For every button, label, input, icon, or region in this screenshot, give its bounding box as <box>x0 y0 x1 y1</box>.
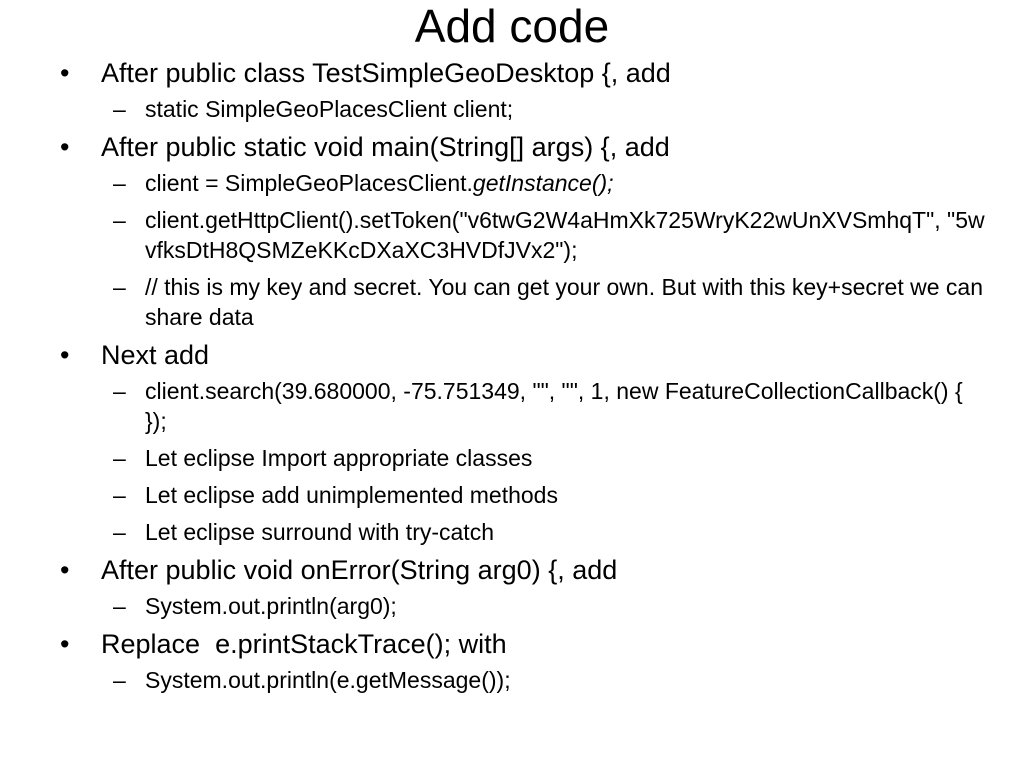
dash-icon: – <box>113 378 126 404</box>
bullet-item: • After public void onError(String arg0)… <box>56 554 986 587</box>
sub-list: – System.out.println(arg0); <box>56 591 986 621</box>
sub-text: Let eclipse surround with try-catch <box>145 519 494 545</box>
bullet-item: • After public class TestSimpleGeoDeskto… <box>56 57 986 90</box>
sub-text: static SimpleGeoPlacesClient client; <box>145 96 514 122</box>
sub-text: System.out.println(e.getMessage()); <box>145 667 511 693</box>
sub-list: – client.search(39.680000, -75.751349, "… <box>56 376 986 547</box>
bullet-icon: • <box>60 132 70 162</box>
sub-item: – Let eclipse Import appropriate classes <box>56 443 986 473</box>
dash-icon: – <box>113 519 126 545</box>
dash-icon: – <box>113 667 126 693</box>
sub-text: Let eclipse Import appropriate classes <box>145 445 533 471</box>
dash-icon: – <box>113 207 126 233</box>
bullet-icon: • <box>60 629 70 659</box>
sub-text-italic: getInstance(); <box>472 170 614 196</box>
sub-text: System.out.println(arg0); <box>145 593 397 619</box>
bullet-text: After public class TestSimpleGeoDesktop … <box>101 58 671 88</box>
bullet-text: Replace e.printStackTrace(); with <box>101 629 507 659</box>
sub-item: – Let eclipse add unimplemented methods <box>56 480 986 510</box>
dash-icon: – <box>113 274 126 300</box>
sub-text: // this is my key and secret. You can ge… <box>145 274 983 330</box>
sub-item: – Let eclipse surround with try-catch <box>56 517 986 547</box>
bullet-item: • Replace e.printStackTrace(); with <box>56 628 986 661</box>
dash-icon: – <box>113 482 126 508</box>
dash-icon: – <box>113 593 126 619</box>
bullet-icon: • <box>60 58 70 88</box>
sub-item: – System.out.println(arg0); <box>56 591 986 621</box>
sub-item: – client = SimpleGeoPlacesClient.getInst… <box>56 168 986 198</box>
bullet-item: • Next add <box>56 339 986 372</box>
sub-item: – client.search(39.680000, -75.751349, "… <box>56 376 986 436</box>
sub-list: – System.out.println(e.getMessage()); <box>56 665 986 695</box>
bullet-text: After public static void main(String[] a… <box>101 132 670 162</box>
dash-icon: – <box>113 445 126 471</box>
bullet-text: Next add <box>101 340 210 370</box>
sub-text: client.getHttpClient().setToken("v6twG2W… <box>145 207 985 263</box>
sub-item: – client.getHttpClient().setToken("v6twG… <box>56 205 986 265</box>
sub-item: – System.out.println(e.getMessage()); <box>56 665 986 695</box>
sub-item: – static SimpleGeoPlacesClient client; <box>56 94 986 124</box>
sub-text: client.search(39.680000, -75.751349, "",… <box>145 378 963 434</box>
bullet-icon: • <box>60 555 70 585</box>
bullet-icon: • <box>60 340 70 370</box>
sub-text: Let eclipse add unimplemented methods <box>145 482 558 508</box>
sub-text: client = SimpleGeoPlacesClient.getInstan… <box>145 170 614 196</box>
sub-item: – // this is my key and secret. You can … <box>56 272 986 332</box>
bullet-list: • After public class TestSimpleGeoDeskto… <box>56 54 986 702</box>
bullet-text: After public void onError(String arg0) {… <box>101 555 618 585</box>
sub-text-plain: client = SimpleGeoPlacesClient. <box>145 170 473 196</box>
dash-icon: – <box>113 170 126 196</box>
sub-list: – static SimpleGeoPlacesClient client; <box>56 94 986 124</box>
bullet-item: • After public static void main(String[]… <box>56 131 986 164</box>
sub-list: – client = SimpleGeoPlacesClient.getInst… <box>56 168 986 332</box>
dash-icon: – <box>113 96 126 122</box>
slide-title: Add code <box>414 0 610 52</box>
